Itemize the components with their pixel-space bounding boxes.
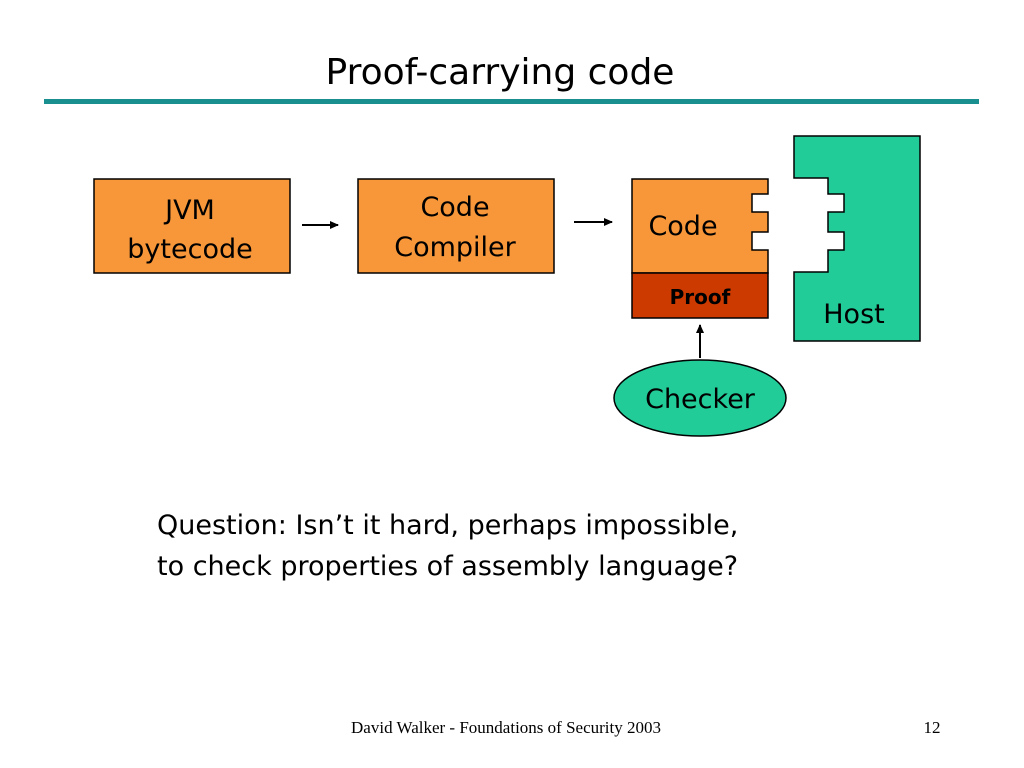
code-label: Code xyxy=(648,211,717,242)
page-number: 12 xyxy=(923,718,941,737)
compiler-label-line1: Code xyxy=(420,192,489,223)
compiler-label-line2: Compiler xyxy=(394,232,516,263)
host-label: Host xyxy=(823,299,884,330)
jvm-label-line2: bytecode xyxy=(127,234,252,265)
checker-label: Checker xyxy=(645,384,756,415)
proof-block: Proof xyxy=(631,272,769,319)
question-line-1: Question: Isn’t it hard, perhaps impossi… xyxy=(157,510,739,541)
title-underline xyxy=(44,99,979,104)
jvm-bytecode-box: JVM bytecode xyxy=(93,178,291,274)
question-text: Question: Isn’t it hard, perhaps impossi… xyxy=(157,505,738,587)
footer-text: David Walker - Foundations of Security 2… xyxy=(351,718,661,737)
code-block: Code xyxy=(631,178,769,274)
slide-title: Proof-carrying code xyxy=(325,52,675,93)
jvm-label-line1: JVM xyxy=(163,195,215,226)
host-block: Host xyxy=(793,135,921,342)
checker-ellipse: Checker xyxy=(613,359,787,437)
code-compiler-box: Code Compiler xyxy=(357,178,555,274)
question-line-2: to check properties of assembly language… xyxy=(157,551,739,582)
proof-label: Proof xyxy=(670,285,731,309)
